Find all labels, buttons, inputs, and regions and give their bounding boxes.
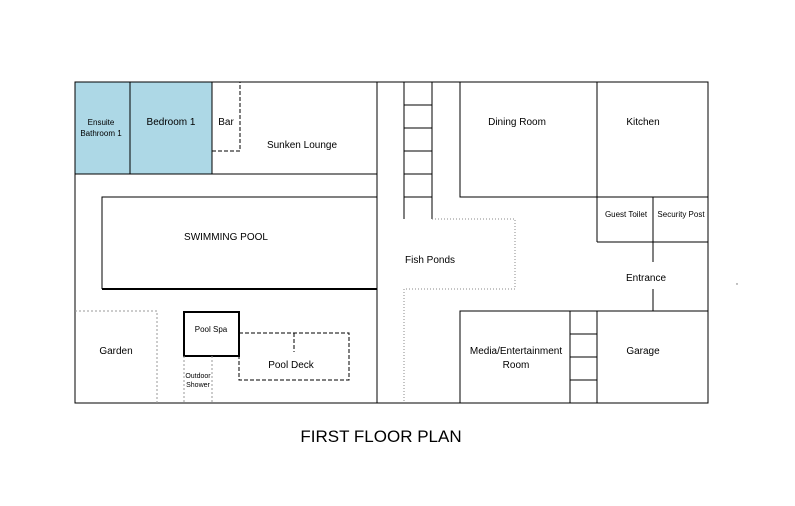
media-garage-walls: [459, 310, 708, 403]
label-ensuite: Ensuite: [88, 118, 115, 127]
label-dining-room: Dining Room: [488, 117, 546, 128]
label-ensuite-bathroom: Bathroom 1: [80, 129, 122, 138]
highlighted-area-bedroom-suite: [75, 82, 212, 174]
plan-title: FIRST FLOOR PLAN: [300, 427, 461, 446]
label-bar: Bar: [218, 117, 234, 128]
pool-edge-top-left: [101, 196, 377, 289]
label-kitchen: Kitchen: [626, 117, 659, 128]
label-security-post: Security Post: [657, 210, 705, 219]
label-garage: Garage: [626, 346, 660, 357]
label-fish-ponds: Fish Ponds: [405, 255, 455, 266]
label-entrance: Entrance: [626, 273, 666, 284]
label-sunken-lounge: Sunken Lounge: [267, 140, 338, 151]
label-pool-spa: Pool Spa: [195, 325, 228, 334]
dining-room-walls: [459, 82, 597, 198]
label-guest-toilet: Guest Toilet: [605, 210, 648, 219]
label-shower: Shower: [186, 382, 210, 389]
label-media-room-line2: Room: [503, 360, 530, 371]
stray-dot: [736, 283, 738, 285]
label-garden: Garden: [99, 346, 132, 357]
label-media-room: Media/Entertainment: [470, 346, 562, 357]
label-outdoor: Outdoor: [185, 373, 211, 380]
garden-boundary: [75, 310, 158, 403]
pool-deck-outline: [238, 332, 350, 381]
label-swimming-pool: SWIMMING POOL: [184, 232, 268, 243]
label-bedroom: Bedroom 1: [147, 117, 196, 128]
bar-counter-outline: [212, 82, 241, 152]
label-pool-deck: Pool Deck: [268, 360, 315, 371]
pool-spa-outline: [183, 311, 240, 357]
fish-ponds-boundary: [403, 218, 516, 403]
